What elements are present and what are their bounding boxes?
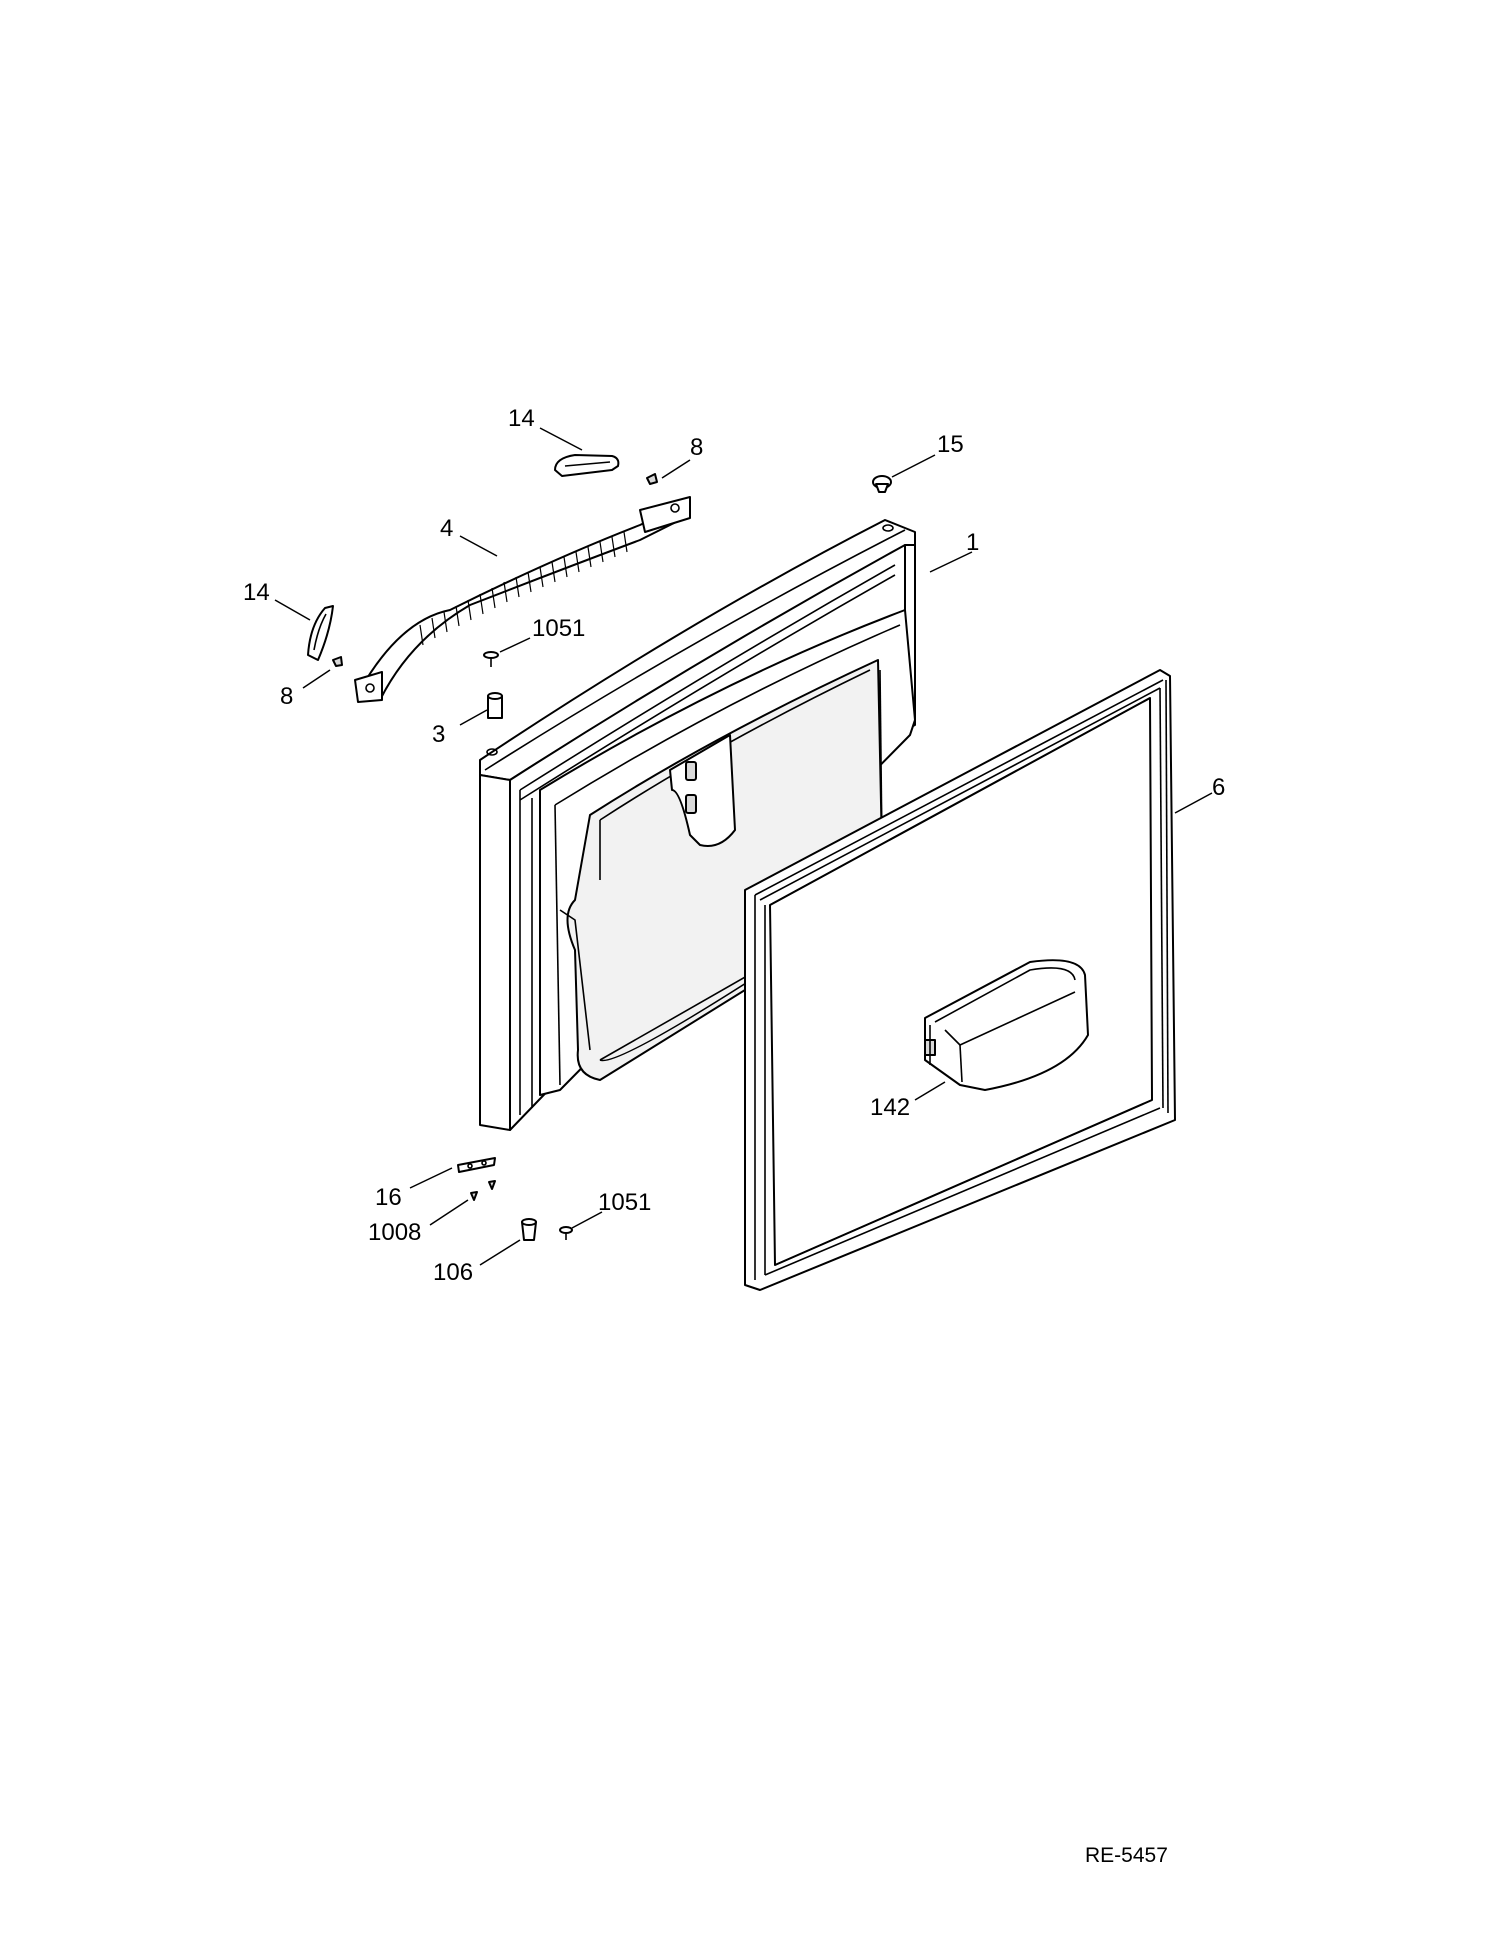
callout-106: 106 bbox=[433, 1259, 473, 1286]
screw-1051-bottom bbox=[559, 1226, 573, 1240]
screw-8-left bbox=[332, 656, 343, 667]
plug-15 bbox=[872, 475, 892, 493]
handle-end-cap-top bbox=[554, 454, 620, 477]
callout-8-top: 8 bbox=[690, 434, 703, 461]
callout-6: 6 bbox=[1212, 774, 1225, 801]
callout-1008: 1008 bbox=[368, 1219, 421, 1246]
callout-16: 16 bbox=[375, 1184, 402, 1211]
screw-8-top bbox=[646, 473, 658, 485]
door-gasket bbox=[744, 669, 1176, 1291]
callout-14-left: 14 bbox=[243, 579, 270, 606]
callout-1: 1 bbox=[966, 529, 979, 556]
callout-labels: 14 8 15 4 1 14 1051 8 3 6 142 16 1051 10… bbox=[243, 405, 1225, 1286]
callout-142: 142 bbox=[870, 1094, 910, 1121]
bushing-106 bbox=[521, 1218, 537, 1241]
door-handle bbox=[354, 496, 691, 703]
leader-lines bbox=[274, 427, 1213, 1266]
screw-1051-top bbox=[483, 651, 499, 667]
callout-1051-bottom: 1051 bbox=[598, 1189, 651, 1216]
screw-1008 bbox=[470, 1180, 496, 1201]
document-code: RE-5457 bbox=[1085, 1844, 1168, 1867]
callout-15: 15 bbox=[937, 431, 964, 458]
hinge-16 bbox=[457, 1157, 496, 1173]
door-panel bbox=[479, 519, 916, 1131]
callout-8-left: 8 bbox=[280, 683, 293, 710]
callout-1051-top: 1051 bbox=[532, 615, 585, 642]
handle-end-cap-left bbox=[307, 605, 334, 661]
callout-4: 4 bbox=[440, 515, 453, 542]
callout-3: 3 bbox=[432, 721, 445, 748]
door-bin bbox=[924, 959, 1089, 1091]
callout-14-top: 14 bbox=[508, 405, 535, 432]
bushing-3 bbox=[487, 692, 503, 719]
